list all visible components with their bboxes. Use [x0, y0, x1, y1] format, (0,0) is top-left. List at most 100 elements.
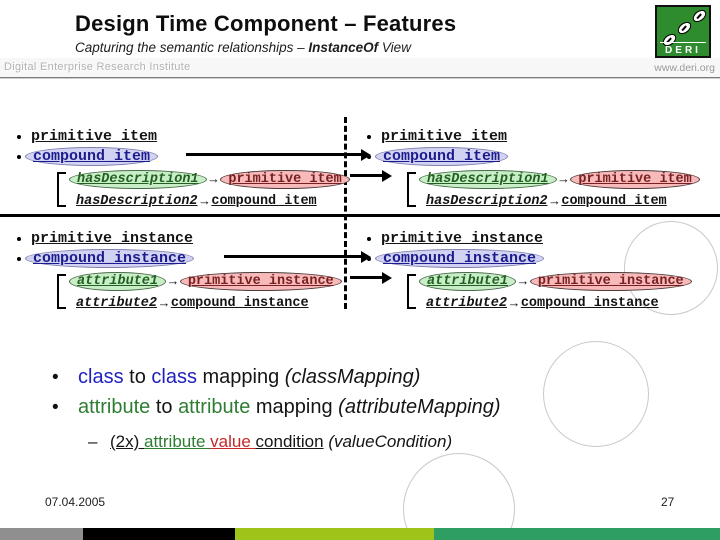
- mapping-arrow-compound-item: [186, 148, 371, 161]
- class-word: class: [78, 366, 124, 388]
- compound-item-target-label: compound_item: [561, 193, 667, 209]
- attribute2-label: attribute2: [76, 295, 158, 311]
- bean-icon: [690, 7, 709, 25]
- bullet-icon: •: [52, 397, 59, 418]
- subtitle-prefix: Capturing the semantic relationships –: [75, 40, 309, 55]
- slide-subtitle: Capturing the semantic relationships – I…: [75, 40, 411, 55]
- attribute1-ellipse: attribute1: [419, 271, 517, 291]
- attribute2-row: attribute2 → compound_instance: [419, 292, 692, 314]
- primitive-instance-target-label: primitive_instance: [537, 273, 684, 289]
- attribute1-label: attribute1: [77, 273, 159, 289]
- bullet-attribute-mapping: •attribute to attribute mapping (attribu…: [52, 396, 500, 419]
- attribute1-ellipse: attribute1: [69, 271, 167, 291]
- value-word: value: [210, 432, 256, 451]
- primitive-item-target-label: primitive_item: [578, 171, 692, 187]
- item-block-right: primitive_item compound_item hasDescript…: [360, 127, 700, 212]
- compound-instance-row: compound_instance: [360, 248, 692, 269]
- has-description1-label: hasDescription1: [77, 171, 199, 187]
- bracket-icon: [407, 274, 416, 309]
- instance-block-right: primitive_instance compound_instance att…: [360, 229, 692, 314]
- arrow-icon: →: [559, 171, 568, 187]
- has-description1-ellipse: hasDescription1: [69, 169, 207, 189]
- background-circle: [543, 341, 649, 447]
- item-block-left: primitive_item compound_item hasDescript…: [10, 127, 350, 212]
- attribute2-label: attribute2: [426, 295, 508, 311]
- bar-segment-gray: [0, 528, 83, 540]
- attribute1-label: attribute1: [427, 273, 509, 289]
- compound-instance-ellipse: compound_instance: [375, 249, 545, 268]
- subtitle-suffix: View: [378, 40, 411, 55]
- primitive-item-row: primitive_item: [10, 127, 350, 146]
- bean-icon: [675, 19, 694, 37]
- mapping-word: mapping: [250, 396, 339, 418]
- primitive-instance-target-ellipse: primitive_instance: [179, 271, 342, 291]
- arrow-icon: →: [519, 273, 527, 289]
- attribute1-row: attribute1 → primitive_instance: [69, 270, 342, 292]
- dash-icon: –: [88, 432, 98, 451]
- has-description2-row: hasDescription2 → compound_item: [69, 190, 350, 212]
- page-number: 27: [661, 495, 675, 509]
- sub-relations: hasDescription1 → primitive_item hasDesc…: [57, 168, 350, 212]
- bracket-icon: [407, 172, 416, 207]
- bullet-icon: [17, 256, 21, 261]
- attribute-word: attribute: [144, 432, 211, 451]
- bullet-icon: [367, 256, 371, 261]
- compound-item-label: compound_item: [33, 148, 151, 165]
- horizontal-separator-line: [0, 214, 720, 217]
- primitive-item-label: primitive_item: [381, 128, 508, 145]
- primitive-instance-label: primitive_instance: [31, 230, 194, 247]
- primitive-item-target-ellipse: primitive_item: [570, 169, 700, 189]
- primitive-item-row: primitive_item: [360, 127, 700, 146]
- background-circle: [403, 453, 515, 540]
- bar-segment-black: [83, 528, 235, 540]
- value-condition-paren: (valueCondition): [323, 432, 453, 451]
- primitive-instance-target-label: primitive_instance: [187, 273, 334, 289]
- bullet-icon: [17, 154, 21, 159]
- compound-item-row: compound_item: [10, 146, 350, 167]
- has-description1-row: hasDescription1 → primitive_item: [69, 168, 350, 190]
- arrow-icon: →: [160, 295, 168, 311]
- has-description2-label: hasDescription2: [76, 193, 198, 209]
- primitive-instance-target-ellipse: primitive_instance: [529, 271, 692, 291]
- primitive-instance-label: primitive_instance: [381, 230, 544, 247]
- class-mapping-paren: (classMapping): [284, 366, 421, 388]
- bullet-icon: [367, 154, 371, 159]
- logo-text: DERI: [665, 45, 701, 56]
- compound-instance-label: compound_instance: [383, 250, 537, 267]
- has-description2-row: hasDescription2 → compound_item: [419, 190, 700, 212]
- class-word: class: [151, 366, 197, 388]
- mapping-arrow-compound-instance: [224, 250, 371, 263]
- logo-divider: [660, 41, 706, 43]
- attribute-mapping-paren: (attributeMapping): [338, 396, 501, 418]
- arrow-icon: →: [169, 273, 177, 289]
- mapping-arrow-attribute: [350, 271, 392, 284]
- organization-name: Digital Enterprise Research Institute: [4, 61, 191, 73]
- dashed-divider-line: [344, 117, 347, 309]
- compound-item-target-label: compound_item: [211, 193, 317, 209]
- website-url: www.deri.org: [654, 62, 715, 74]
- has-description2-label: hasDescription2: [426, 193, 548, 209]
- arrow-icon: →: [510, 295, 518, 311]
- arrow-icon: →: [200, 193, 209, 209]
- has-description1-row: hasDescription1 → primitive_item: [419, 168, 700, 190]
- bullet-icon: [367, 236, 371, 241]
- compound-instance-target-label: compound_instance: [170, 295, 309, 311]
- compound-item-row: compound_item: [360, 146, 700, 167]
- background-circle: [624, 221, 718, 315]
- two-x-word: (2x): [110, 432, 144, 451]
- header-band: [0, 58, 720, 79]
- bullet-icon: [17, 236, 21, 241]
- mapping-word: mapping: [196, 366, 285, 388]
- primitive-item-label: primitive_item: [31, 128, 158, 145]
- attribute-word: attribute: [178, 396, 251, 418]
- bracket-icon: [57, 172, 66, 207]
- sub-relations: attribute1 → primitive_instance attribut…: [407, 270, 692, 314]
- instance-block-left: primitive_instance compound_instance att…: [10, 229, 342, 314]
- footer-color-bar: [0, 528, 720, 540]
- compound-instance-target-label: compound_instance: [520, 295, 659, 311]
- arrow-icon: →: [550, 193, 559, 209]
- attribute1-row: attribute1 → primitive_instance: [419, 270, 692, 292]
- bar-segment-lightgreen: [235, 528, 434, 540]
- arrow-icon: →: [209, 171, 218, 187]
